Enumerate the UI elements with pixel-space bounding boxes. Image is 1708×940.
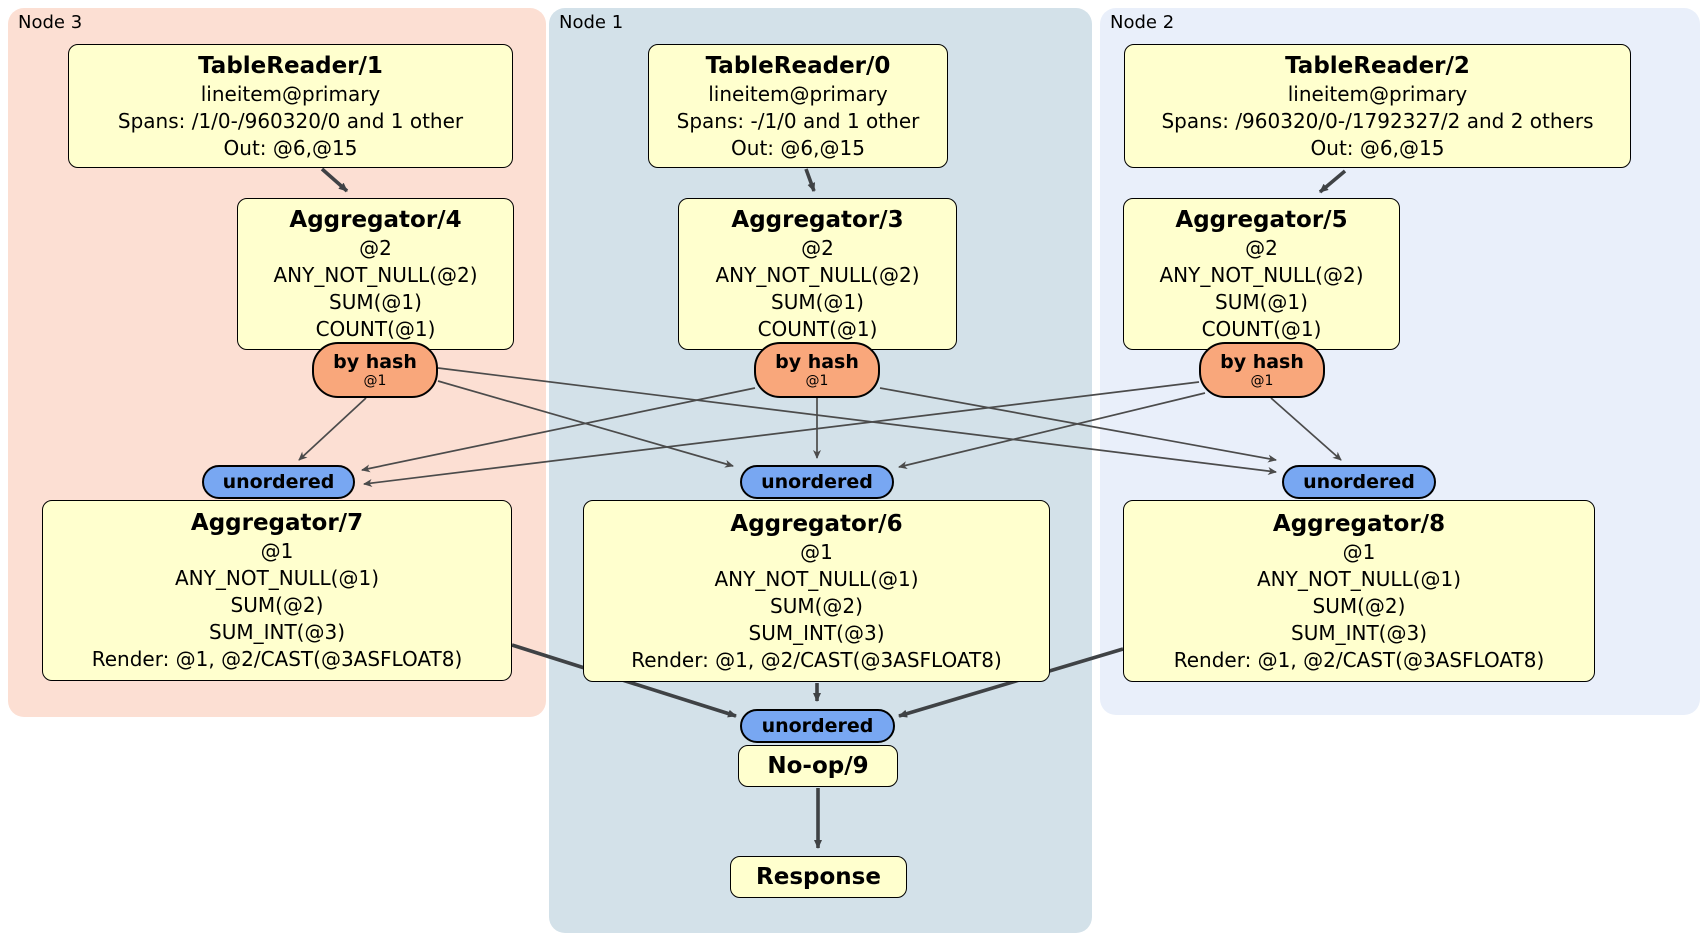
processor-line: COUNT(@1) — [315, 317, 436, 341]
processor-title: Aggregator/8 — [1272, 510, 1446, 537]
router-sub: @1 — [805, 373, 829, 389]
processor-tablereader-1: TableReader/1 lineitem@primary Spans: /1… — [68, 44, 513, 168]
processor-line: COUNT(@1) — [1201, 317, 1322, 341]
sync-label: unordered — [1303, 471, 1415, 493]
processor-aggregator-8: Aggregator/8 @1 ANY_NOT_NULL(@1) SUM(@2)… — [1123, 500, 1595, 682]
region-label-node-2: Node 2 — [1110, 12, 1175, 33]
processor-line: lineitem@primary — [708, 81, 888, 106]
processor-line: SUM_INT(@3) — [748, 620, 885, 645]
processor-noop-9: No-op/9 — [738, 745, 898, 787]
processor-line: SUM_INT(@3) — [209, 620, 345, 644]
processor-line: Out: @6,@15 — [223, 135, 358, 160]
processor-response: Response — [730, 856, 907, 898]
processor-aggregator-3: Aggregator/3 @2 ANY_NOT_NULL(@2) SUM(@1)… — [678, 198, 957, 350]
processor-title: TableReader/1 — [198, 52, 383, 79]
processor-line: ANY_NOT_NULL(@1) — [175, 566, 379, 590]
processor-line: @2 — [1245, 236, 1278, 260]
processor-line: Out: @6,@15 — [1310, 135, 1445, 160]
processor-title: Aggregator/3 — [731, 207, 904, 233]
router-by-hash-node3: by hash @1 — [312, 342, 438, 398]
processor-line: @2 — [801, 236, 834, 260]
sync-label: unordered — [761, 715, 874, 737]
processor-line: SUM(@2) — [230, 593, 324, 617]
processor-line: Render: @1, @2/CAST(@3ASFLOAT8) — [631, 647, 1002, 672]
processor-line: SUM_INT(@3) — [1291, 620, 1427, 645]
processor-line: Render: @1, @2/CAST(@3ASFLOAT8) — [91, 647, 463, 671]
processor-line: SUM(@1) — [329, 290, 422, 314]
router-by-hash-node1: by hash @1 — [754, 342, 880, 398]
processor-title: Aggregator/7 — [190, 510, 364, 536]
router-label: by hash — [333, 351, 417, 373]
processor-line: SUM(@2) — [770, 593, 863, 618]
processor-line: @1 — [1342, 539, 1376, 564]
processor-line: COUNT(@1) — [757, 317, 878, 341]
processor-title: Aggregator/5 — [1175, 207, 1348, 233]
processor-title: TableReader/2 — [1285, 52, 1470, 79]
processor-line: ANY_NOT_NULL(@1) — [1257, 566, 1461, 591]
processor-aggregator-4: Aggregator/4 @2 ANY_NOT_NULL(@2) SUM(@1)… — [237, 198, 514, 350]
sync-label: unordered — [761, 471, 873, 493]
processor-line: Spans: /960320/0-/1792327/2 and 2 others — [1161, 108, 1594, 133]
processor-line: lineitem@primary — [1287, 81, 1468, 106]
processor-line: ANY_NOT_NULL(@2) — [273, 263, 478, 287]
router-sub: @1 — [1250, 373, 1274, 389]
processor-line: ANY_NOT_NULL(@2) — [1159, 263, 1364, 287]
processor-tablereader-2: TableReader/2 lineitem@primary Spans: /9… — [1124, 44, 1631, 168]
processor-title: Aggregator/6 — [730, 510, 903, 537]
sync-unordered-node3: unordered — [202, 465, 355, 499]
processor-aggregator-5: Aggregator/5 @2 ANY_NOT_NULL(@2) SUM(@1)… — [1123, 198, 1400, 350]
region-label-node-3: Node 3 — [18, 12, 83, 33]
processor-line: @1 — [800, 539, 833, 564]
processor-line: SUM(@1) — [1215, 290, 1308, 314]
processor-line: Spans: /1/0-/960320/0 and 1 other — [117, 108, 464, 133]
sync-label: unordered — [222, 471, 335, 493]
processor-line: lineitem@primary — [200, 81, 381, 106]
processor-line: SUM(@2) — [1312, 593, 1406, 618]
processor-aggregator-7: Aggregator/7 @1 ANY_NOT_NULL(@1) SUM(@2)… — [42, 500, 512, 681]
processor-line: @2 — [359, 236, 392, 260]
processor-line: Out: @6,@15 — [731, 135, 865, 160]
processor-line: ANY_NOT_NULL(@1) — [714, 566, 919, 591]
processor-aggregator-6: Aggregator/6 @1 ANY_NOT_NULL(@1) SUM(@2)… — [583, 500, 1050, 682]
processor-line: Render: @1, @2/CAST(@3ASFLOAT8) — [1173, 647, 1545, 672]
processor-line: ANY_NOT_NULL(@2) — [715, 263, 920, 287]
router-label: by hash — [1220, 351, 1304, 373]
processor-tablereader-0: TableReader/0 lineitem@primary Spans: -/… — [648, 44, 948, 168]
sync-unordered-final: unordered — [740, 709, 895, 743]
processor-title: Aggregator/4 — [289, 207, 462, 233]
router-label: by hash — [775, 351, 859, 373]
processor-line: @1 — [260, 539, 294, 563]
sync-unordered-node2: unordered — [1282, 465, 1436, 499]
processor-line: Spans: -/1/0 and 1 other — [676, 108, 920, 133]
router-by-hash-node2: by hash @1 — [1199, 342, 1325, 398]
processor-title: Response — [756, 864, 881, 890]
sync-unordered-node1: unordered — [740, 465, 894, 499]
router-sub: @1 — [363, 373, 387, 389]
processor-line: SUM(@1) — [771, 290, 864, 314]
processor-title: No-op/9 — [767, 753, 869, 779]
processor-title: TableReader/0 — [705, 52, 891, 79]
region-label-node-1: Node 1 — [559, 12, 624, 33]
